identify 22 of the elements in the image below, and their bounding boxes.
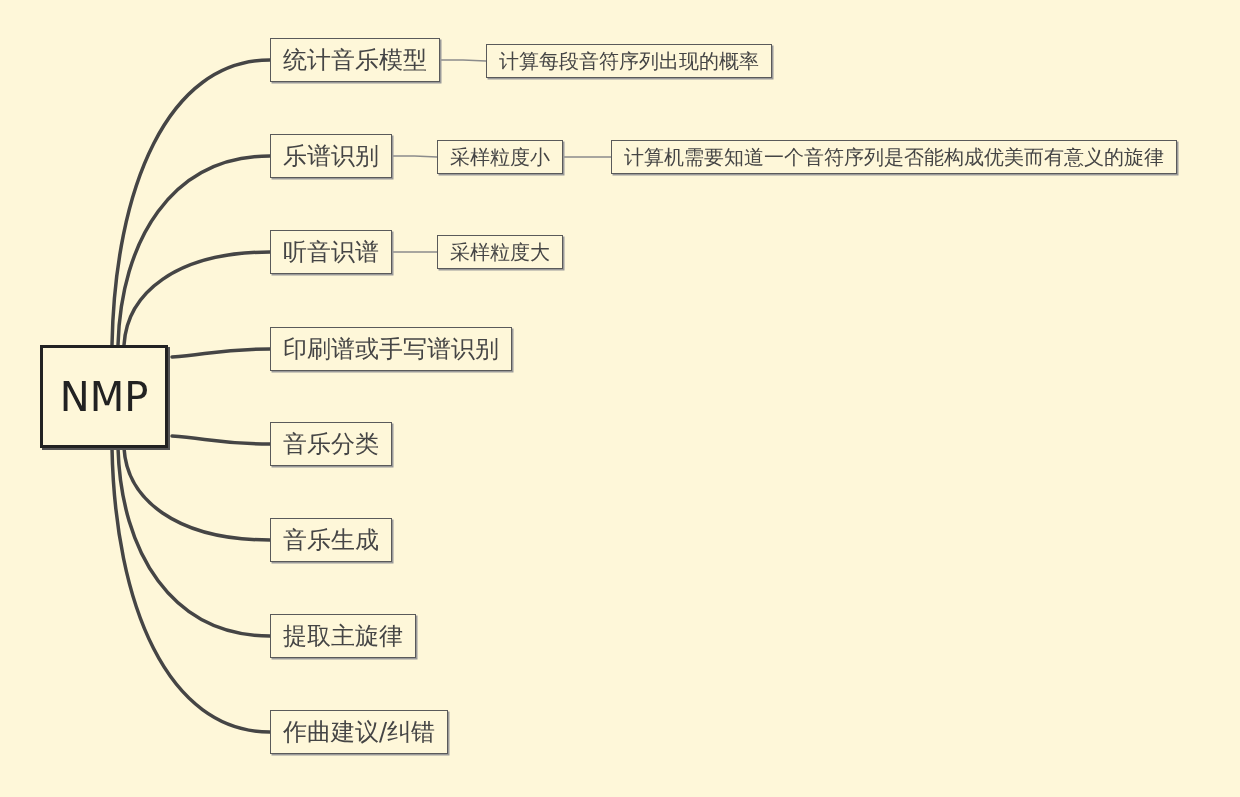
connector-line <box>391 251 438 253</box>
branch-line <box>122 250 272 347</box>
branch-line <box>116 154 272 347</box>
connector-line <box>439 59 487 62</box>
branch-line <box>110 58 272 347</box>
topic-box: 音乐分类 <box>270 422 392 466</box>
central-topic-box: NMP <box>40 345 168 448</box>
subtopic-box: 采样粒度小 <box>437 140 563 174</box>
topic-box: 听音识谱 <box>270 230 392 274</box>
branch-line <box>170 434 272 446</box>
topic-box: 作曲建议/纠错 <box>270 710 449 754</box>
connector-line <box>391 155 438 158</box>
connector-line <box>562 156 612 158</box>
topic-box: 统计音乐模型 <box>270 38 440 82</box>
topic-box: 乐谱识别 <box>270 134 392 178</box>
subtopic-box: 计算每段音符序列出现的概率 <box>486 44 772 78</box>
branch-line <box>170 347 272 359</box>
topic-box: 音乐生成 <box>270 518 392 562</box>
subtopic-box: 采样粒度大 <box>437 235 563 269</box>
topic-box: 提取主旋律 <box>270 614 416 658</box>
subtopic-box: 计算机需要知道一个音符序列是否能构成优美而有意义的旋律 <box>611 140 1177 174</box>
topic-box: 印刷谱或手写谱识别 <box>270 327 512 371</box>
